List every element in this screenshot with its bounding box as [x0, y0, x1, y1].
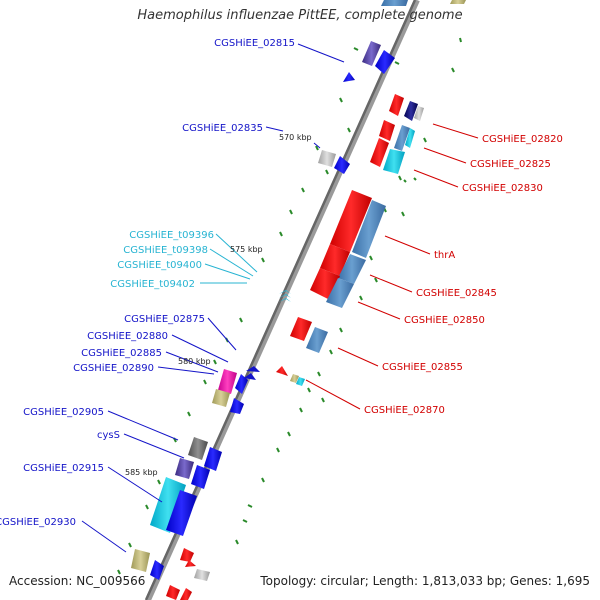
gene-feature: [362, 41, 381, 66]
gene-feature: [185, 560, 196, 567]
tick-label: 570 kbp: [279, 133, 312, 142]
gene-feature: [414, 106, 424, 121]
leader-line: [165, 351, 219, 373]
leader-line: [107, 466, 163, 503]
gene-label: CGSHiEE_02835: [182, 123, 263, 134]
gene-feature: [404, 101, 418, 121]
gene-label: CGSHiEE_t09402: [110, 279, 195, 290]
gene-label: CGSHiEE_t09396: [129, 230, 214, 241]
gene-feature: [450, 0, 466, 4]
gene-label: CGSHiEE_02820: [482, 134, 563, 145]
gene-feature: [326, 278, 354, 308]
leader-line: [107, 410, 179, 441]
gene-feature: [246, 366, 260, 372]
tick-label: 575 kbp: [230, 245, 263, 254]
leader-line: [432, 123, 479, 139]
trna-features: [279, 290, 291, 302]
leader-line: [215, 233, 258, 273]
gene-feature: [330, 190, 372, 252]
gene-feature: [235, 374, 248, 394]
gene-feature: [166, 585, 180, 600]
gene-feature: [394, 125, 410, 151]
gene-label: CGSHiEE_02880: [87, 331, 168, 342]
leader-line: [207, 317, 237, 351]
gene-feature: [334, 156, 350, 174]
gene-label: CGSHiEE_02825: [470, 159, 551, 170]
gene-feature: [389, 94, 404, 116]
gene-feature: [230, 398, 244, 414]
leader-line: [265, 126, 284, 132]
gene-feature: [218, 369, 237, 394]
leader-line: [369, 274, 413, 293]
gene-feature: [188, 437, 208, 460]
leader-line: [209, 248, 254, 277]
gene-label: CGSHiEE_02885: [81, 348, 162, 359]
map-title: Haemophilus influenzae PittEE, complete …: [137, 8, 463, 23]
leader-line: [81, 520, 127, 553]
gene-feature: [244, 373, 256, 380]
gene-label: CGSHiEE_02845: [416, 288, 497, 299]
tick-label: 585 kbp: [125, 468, 158, 477]
gene-feature: [290, 374, 299, 383]
gene-feature: [150, 477, 186, 533]
gene-feature: [166, 490, 197, 536]
topology-text: Topology: circular; Length: 1,813,033 bp…: [260, 574, 590, 588]
leader-line: [204, 263, 251, 280]
gene-label: CGSHiEE_t09398: [123, 245, 208, 256]
gene-feature: [290, 317, 312, 341]
gene-feature: [175, 458, 194, 479]
leader-line: [423, 147, 467, 164]
gene-feature: [191, 465, 210, 489]
gene-label: CGSHiEE_02815: [214, 38, 295, 49]
tick-label: 580 kbp: [178, 357, 211, 366]
gene-label: CGSHiEE_02855: [382, 362, 463, 373]
leader-line: [384, 235, 431, 255]
leader-line: [357, 301, 401, 320]
gene-feature: [375, 50, 395, 74]
gene-label: CGSHiEE_02875: [124, 314, 205, 325]
gene-feature: [320, 244, 350, 276]
gene-feature: [338, 254, 366, 284]
accession-text: Accession: NC_009566: [9, 574, 146, 588]
gene-feature: [204, 447, 222, 471]
gene-feature: [194, 569, 210, 581]
gene-feature: [318, 150, 336, 167]
gene-feature: [306, 327, 328, 353]
gene-label: CGSHiEE_02890: [73, 363, 154, 374]
gene-feature: [131, 549, 150, 572]
gene-label: CGSHiEE_02905: [23, 407, 104, 418]
gene-feature: [212, 389, 230, 407]
gene-label: CGSHiEE_02915: [23, 463, 104, 474]
gene-feature: [370, 138, 389, 167]
gene-label: CGSHiEE_02850: [404, 315, 485, 326]
gene-feature: [180, 548, 194, 562]
leader-line: [413, 169, 459, 188]
gc-track: [117, 37, 462, 575]
leader-line: [157, 366, 215, 375]
gene-feature: [381, 0, 408, 6]
gene-label: thrA: [434, 250, 455, 261]
leader-line: [171, 334, 229, 363]
leader-line: [313, 142, 321, 149]
gene-feature: [405, 128, 415, 148]
leader-line: [297, 43, 345, 63]
gene-feature: [276, 366, 288, 376]
gene-feature: [343, 72, 355, 82]
gene-label: CGSHiEE_02830: [462, 183, 543, 194]
gene-label: cysS: [97, 430, 120, 441]
leader-line: [305, 379, 361, 410]
gene-feature: [352, 200, 386, 258]
gene-feature: [150, 560, 164, 580]
gene-label: CGSHiEE_02870: [364, 405, 445, 416]
gene-feature: [383, 149, 405, 174]
gene-label: CGSHiEE_02930: [0, 517, 76, 528]
gene-feature: [180, 588, 192, 600]
gene-feature: [379, 120, 395, 141]
leader-line: [123, 433, 185, 459]
gene-feature: [296, 377, 305, 386]
leader-line: [337, 347, 379, 367]
gene-label: CGSHiEE_t09400: [117, 260, 202, 271]
